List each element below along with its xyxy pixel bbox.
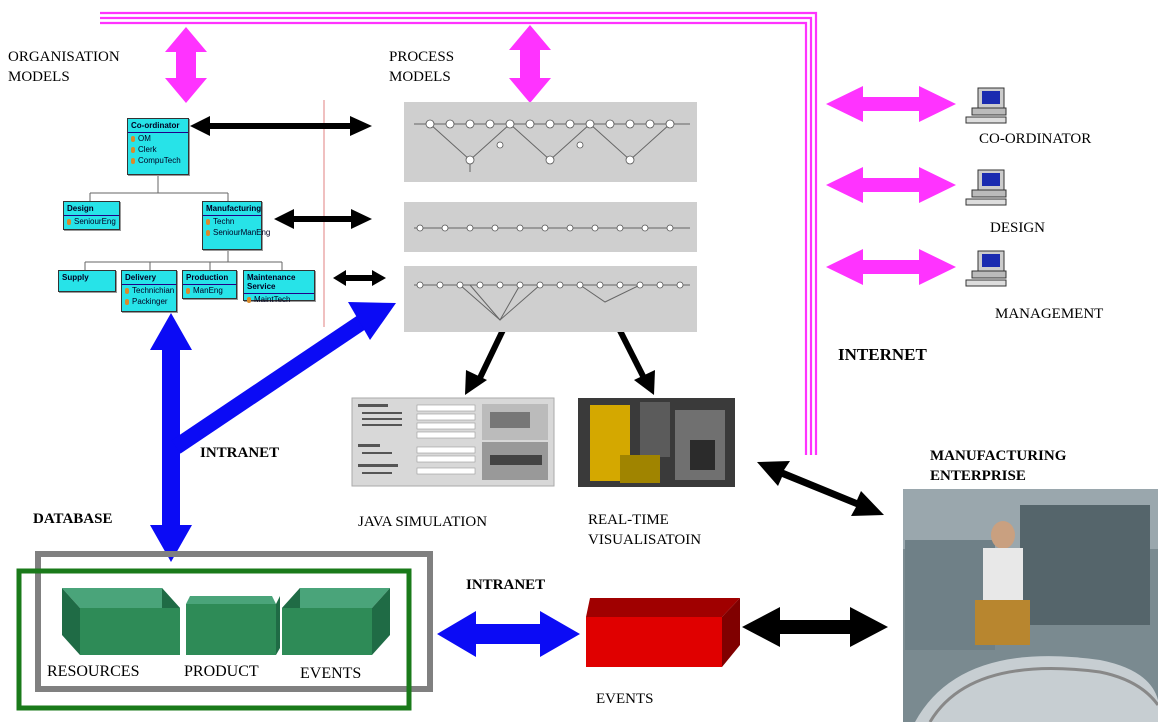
real-time-visualisation-label: REAL-TIME VISUALISATOIN [588,512,702,548]
resources-label: RESOURCES [47,663,140,680]
process-models-label: PROCESS MODELS [389,49,455,85]
org-box-delivery: Delivery Technichian Packinger [121,270,177,312]
org-member: Clerk [128,144,188,155]
org-box-manufacturing: Manufacturing Techn SeniourManEng [202,201,270,250]
computer-icon [965,87,1007,124]
org-member: MaintTech [244,294,314,305]
internet-arrow-design [826,167,956,203]
org-chart-connectors [84,175,283,270]
product-label: PRODUCT [184,663,259,680]
intranet-label-bottom: INTRANET [466,577,546,593]
org-member: Packinger [122,296,176,307]
internet-arrow-organisation [165,27,207,103]
org-title-maintenance: Maintenance Service [244,271,314,294]
org-title-design: Design [64,202,119,216]
db-box-product [186,596,280,655]
org-member: Techn [203,216,261,227]
internet-arrow-process [509,25,551,103]
internet-label: INTERNET [838,345,927,364]
organisation-models-label: ORGANISATION MODELS [8,49,120,85]
java-simulation-label: JAVA SIMULATION [358,514,488,530]
org-title-supply: Supply [62,273,89,282]
link-arrow-visualisation-enterprise [757,461,884,516]
db-box-events [282,588,390,655]
process-model-1 [404,102,697,182]
org-box-supply: Supply [58,270,116,292]
java-simulation-screenshot [351,397,555,487]
link-arrow-to-simulation [465,328,506,395]
intranet-label-top: INTRANET [200,445,280,461]
computer-icon [965,250,1007,287]
process-model-3 [404,266,697,332]
design-label: DESIGN [990,220,1045,236]
org-member: ManEng [183,285,236,296]
events-box [586,598,740,667]
link-arrow-events-enterprise [742,607,888,647]
org-box-production: Production ManEng [182,270,237,299]
org-member: SeniourEng [64,216,119,227]
management-label: MANAGEMENT [995,306,1104,322]
internet-bus [100,11,818,455]
internet-arrow-management [826,249,956,285]
database-frame [35,551,433,692]
computer-icon [965,169,1007,206]
org-member: SeniourManEng [203,227,270,238]
events-box-label: EVENTS [596,691,654,707]
database-border [16,568,412,711]
enterprise-photo [903,489,1158,722]
link-arrow-manufacturing-process [274,209,372,229]
intranet-arrow-database [150,313,192,562]
org-member: OM [128,133,188,144]
org-box-design: Design SeniourEng [63,201,120,230]
link-arrow-coordinator-process [190,116,372,136]
org-member: Technichian [122,285,176,296]
manufacturing-enterprise-label: MANUFACTURING ENTERPRISE [930,448,1067,484]
org-box-maintenance: Maintenance Service MaintTech [243,270,315,304]
co-ordinator-label: CO-ORDINATOR [979,131,1092,147]
intranet-arrow-process [171,302,396,454]
org-title-manufacturing: Manufacturing [203,202,261,216]
db-box-resources [62,588,180,655]
events-label: EVENTS [300,665,362,682]
visualisation-photo [578,398,735,487]
org-member: CompuTech [128,155,188,166]
process-model-2 [404,202,697,252]
database-label: DATABASE [33,511,113,527]
internet-arrow-coordinator [826,86,956,122]
org-box-coordinator: Co-ordinator OM Clerk CompuTech [127,118,189,175]
org-title-delivery: Delivery [122,271,176,285]
intranet-arrow-events [437,611,580,657]
link-arrow-production-process [333,270,386,286]
org-title-coordinator: Co-ordinator [128,119,188,133]
org-title-production: Production [183,271,236,285]
